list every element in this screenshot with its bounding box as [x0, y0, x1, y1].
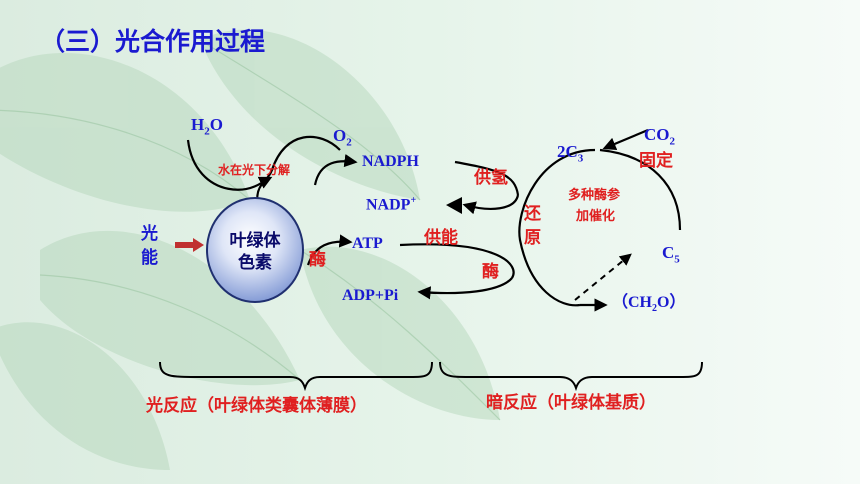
dark-reaction-label: 暗反应（叶绿体基质）	[486, 393, 656, 413]
co2-label: CO2	[644, 125, 675, 148]
reduce-label-2: 原	[524, 228, 541, 248]
o2-label: O2	[333, 126, 352, 149]
ch2o-label: （CH2O）	[612, 294, 686, 315]
enzymes-label-1: 多种酶参	[568, 188, 621, 203]
chlorophyll-pigment	[206, 197, 304, 303]
nadph-loop	[313, 154, 358, 186]
water-split-arc	[186, 135, 341, 191]
nadph-label: NADPH	[362, 153, 419, 170]
calvin-cycle	[518, 148, 596, 307]
fixation-label: 固定	[639, 151, 673, 171]
water-split-label: 水在光下分解	[218, 163, 291, 177]
light-reaction-label: 光反应（叶绿体类囊体薄膜）	[146, 396, 367, 416]
enzyme-left-label: 酶	[309, 250, 326, 270]
nadp-label: NADP+	[366, 195, 417, 214]
supply-energy-label: 供能	[424, 228, 458, 248]
h2o-label: H2O	[191, 115, 223, 138]
atp-label: ATP	[352, 235, 383, 252]
c3-label: 2C3	[557, 142, 584, 165]
c5-label: C5	[662, 243, 680, 266]
atp-loop	[306, 234, 353, 266]
adp-pi-label: ADP+Pi	[342, 287, 399, 304]
light-energy-label-2: 能	[141, 248, 158, 268]
enzymes-label-2: 加催化	[576, 209, 616, 224]
enzyme-right-label: 酶	[482, 262, 499, 282]
page-title: （三）光合作用过程	[40, 27, 266, 56]
chlorophyll-label-1: 叶绿体	[229, 231, 281, 251]
reduce-label-1: 还	[524, 204, 541, 224]
chlorophyll-label-2: 色素	[238, 253, 272, 273]
light-brace	[159, 361, 433, 392]
supply-h-label: 供氢	[474, 168, 508, 188]
dark-brace	[439, 361, 703, 392]
light-energy-label-1: 光	[141, 224, 158, 244]
